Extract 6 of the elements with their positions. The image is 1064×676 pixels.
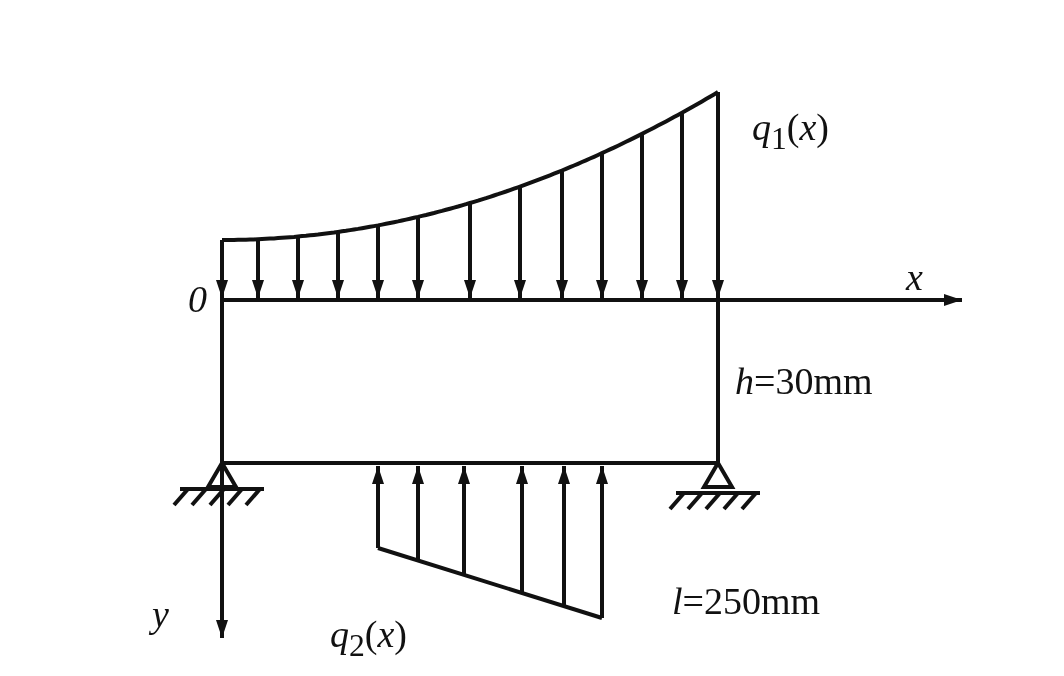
load-label: q$_{2}$(x) (330, 615, 407, 662)
dimension-label: l=250mm (672, 582, 821, 620)
axis-label: x (906, 258, 923, 296)
load-label: q$_{1}$(x) (752, 108, 829, 155)
origin-label: 0 (188, 280, 207, 318)
dimension-label: h=30mm (735, 362, 873, 400)
